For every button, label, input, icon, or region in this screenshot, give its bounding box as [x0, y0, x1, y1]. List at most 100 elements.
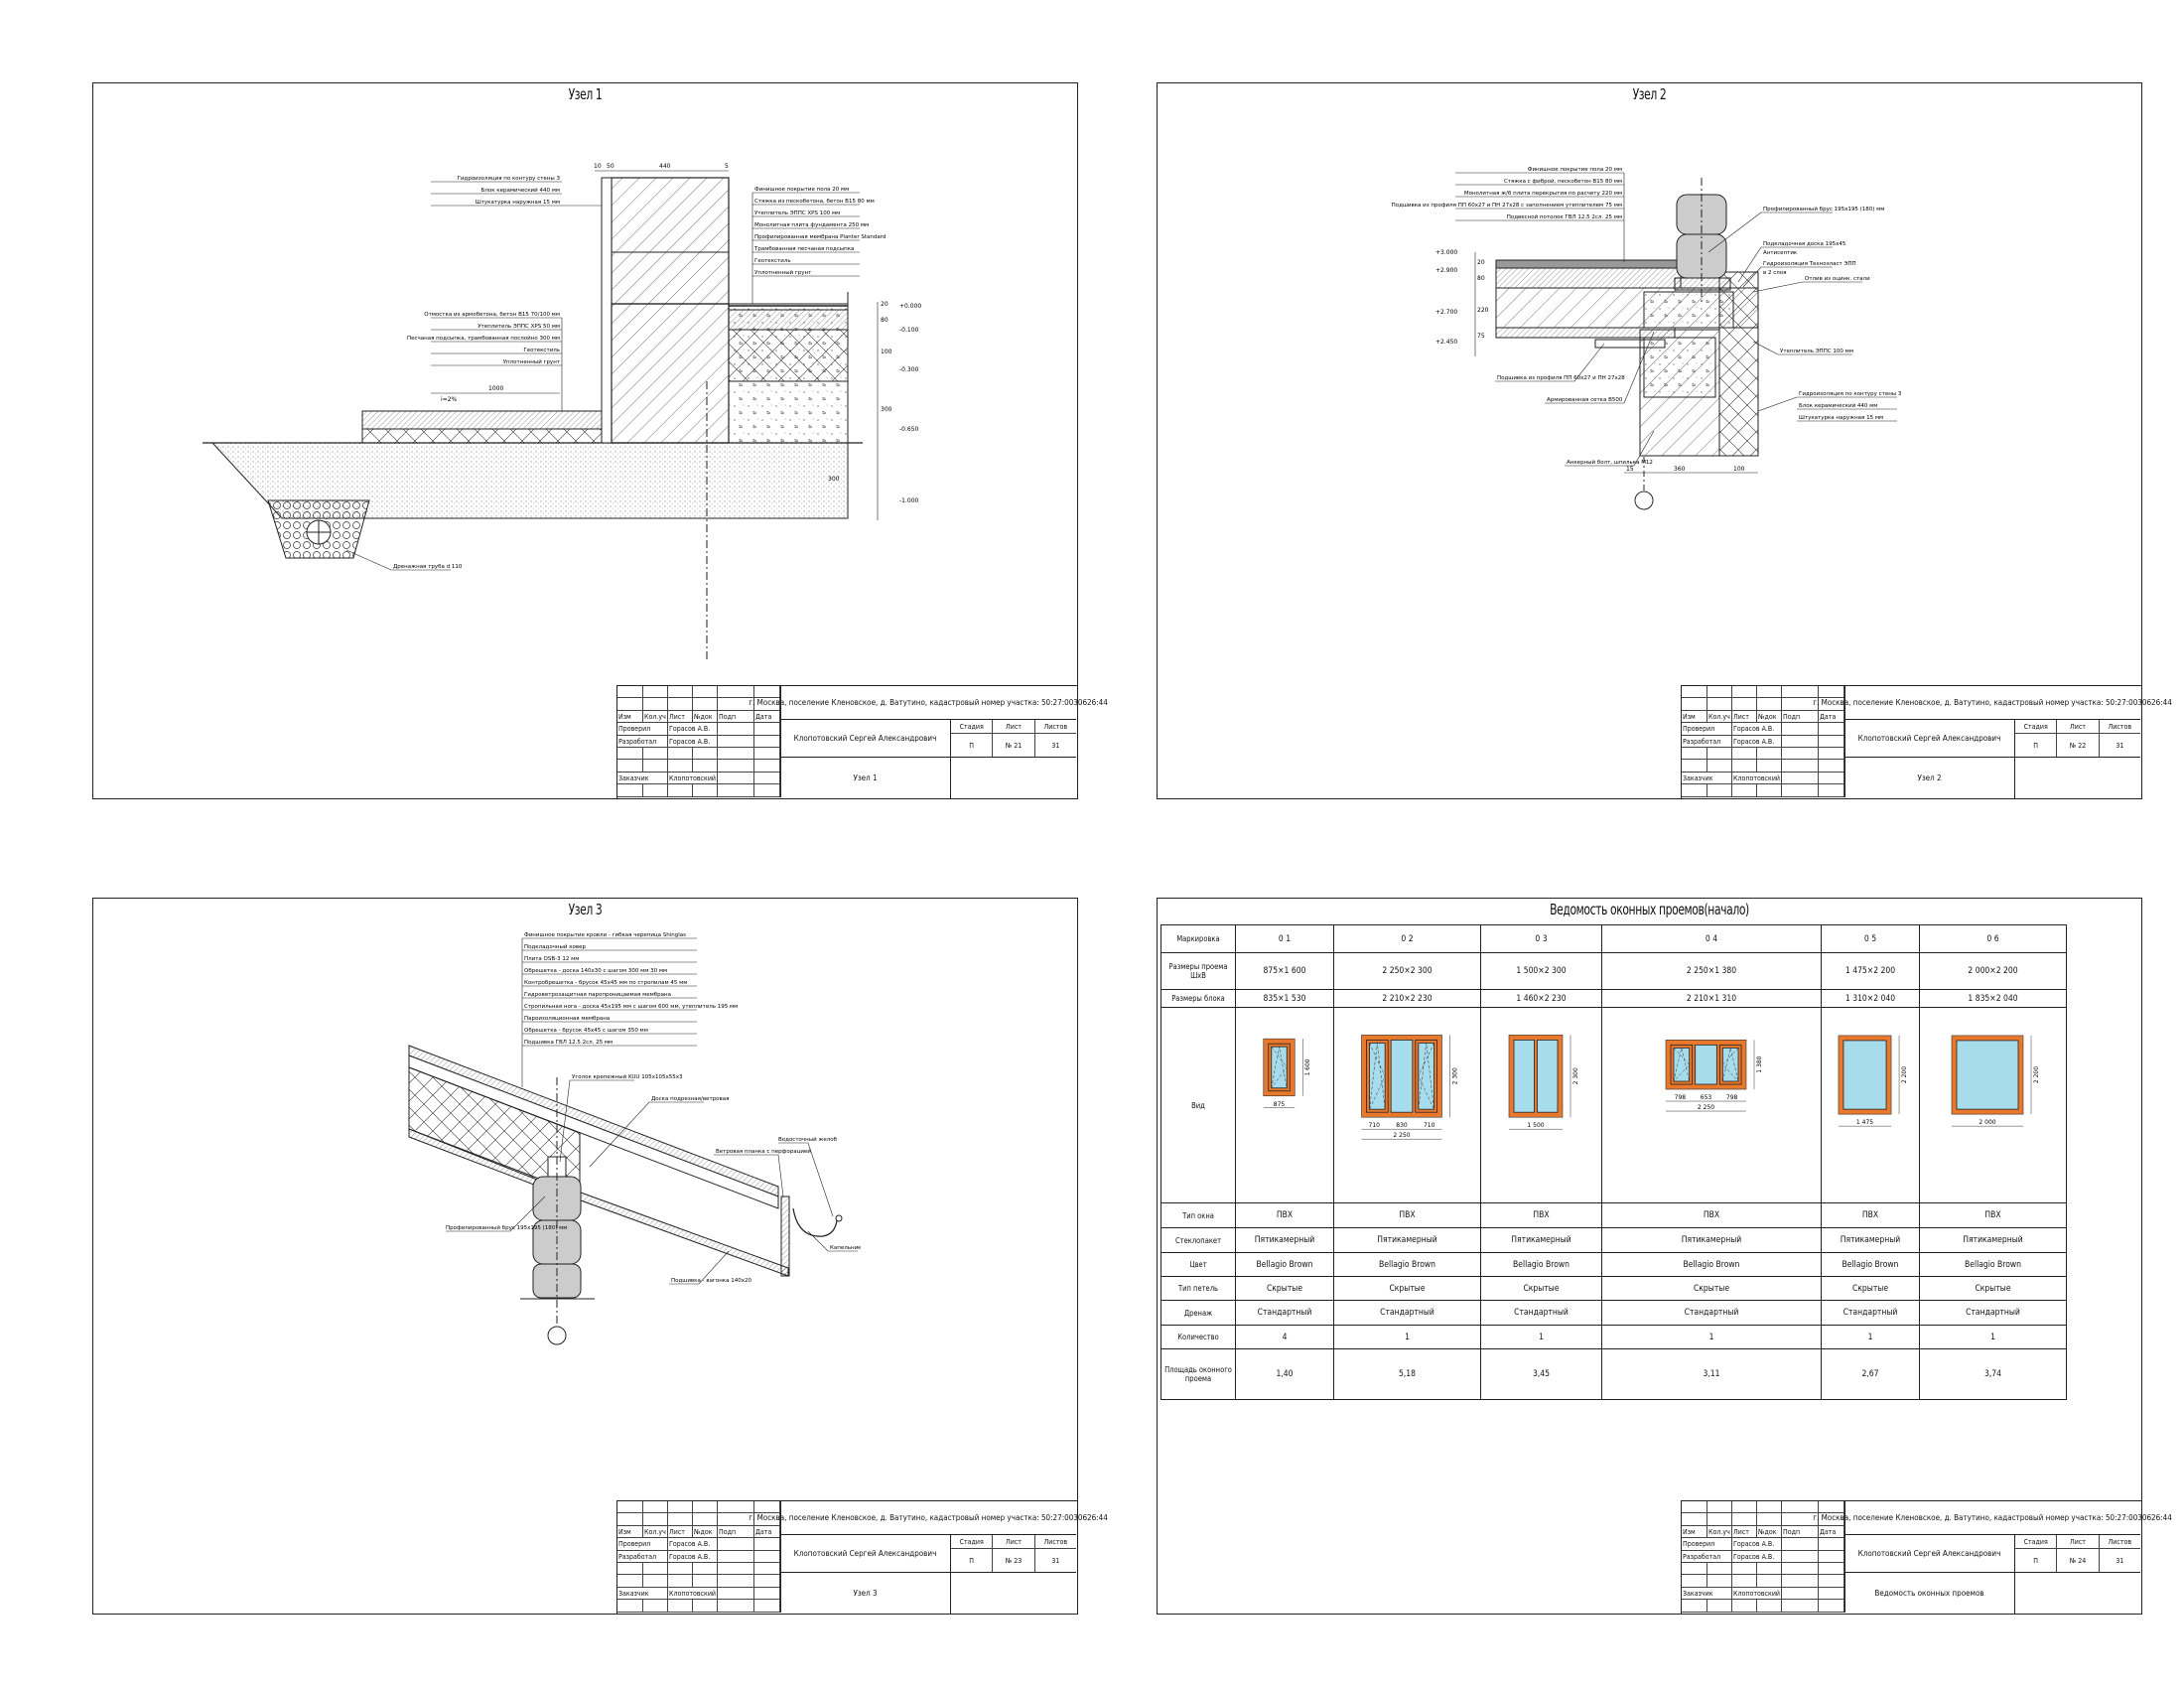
- tb-empty-cell: [1782, 772, 1819, 785]
- tb-sheet-label: Лист: [2057, 720, 2099, 734]
- cell-mark: 0 5: [1821, 924, 1920, 953]
- cell-type: ПВХ: [1480, 1202, 1602, 1228]
- tb-person: Клопотовский С.А.: [1732, 772, 1782, 785]
- svg-text:+3.000: +3.000: [1435, 249, 1457, 256]
- tb-sheet-number: № 23: [1005, 1556, 1023, 1565]
- callout: Гидроизоляция Техноэласт ЭПП: [1763, 261, 1856, 267]
- tb-empty-cell: [1819, 698, 1844, 711]
- tb-sheet-number: № 21: [1005, 741, 1023, 750]
- cell-area: 3,74: [1919, 1348, 2067, 1400]
- tb-empty-cell: [754, 1587, 780, 1601]
- tb-empty-cell: [643, 1575, 668, 1588]
- svg-text:220: 220: [1477, 307, 1489, 314]
- tb-header-cell: №док: [693, 1525, 718, 1539]
- tb-header-cell: Изм: [1682, 710, 1707, 724]
- tb-empty-cell: [1682, 1600, 1707, 1613]
- tb-role: Разработал: [617, 735, 668, 748]
- tb-empty-cell: [617, 760, 643, 773]
- window-view: 2 200 1 475: [1821, 1007, 1920, 1203]
- dim-part: 710: [1368, 1122, 1380, 1129]
- tb-header-cell: Изм: [1682, 1525, 1707, 1539]
- dim-height: 2 300: [1451, 1067, 1458, 1084]
- cell-glazing: Пятикамерный: [1601, 1227, 1822, 1253]
- tb-role: Проверил: [1682, 723, 1732, 736]
- tb-empty-cell: [1819, 1600, 1844, 1613]
- tb-empty-cell: [718, 760, 754, 773]
- glass-pane: [1368, 1042, 1386, 1110]
- cell-opening: 1 475×2 200: [1821, 952, 1920, 990]
- callouts-floor: Финишное покрытие пола 20 мм Стяжка из п…: [751, 187, 886, 304]
- tb-empty-cell: [1732, 1562, 1757, 1576]
- cell-color: Bellagio Brown: [1821, 1252, 1920, 1277]
- tb-empty-cell: [1819, 1587, 1844, 1601]
- cell-opening: 2 250×2 300: [1333, 952, 1481, 990]
- tb-header-cell: Лист: [1732, 1525, 1757, 1539]
- cell-hinges: Скрытые: [1601, 1276, 1822, 1301]
- cell-glazing: Пятикамерный: [1480, 1227, 1602, 1253]
- cell-type: ПВХ: [1601, 1202, 1822, 1228]
- tb-empty-cell: [693, 760, 718, 773]
- dim-width: 1 475: [1855, 1119, 1872, 1126]
- tb-empty-cell: [1757, 698, 1782, 711]
- tb-empty-cell: [643, 1513, 668, 1526]
- tb-sheet-number: № 24: [2069, 1556, 2087, 1565]
- floor-screed: [1495, 267, 1682, 289]
- tb-empty-cell: [1682, 698, 1707, 711]
- opening-indicator: [1368, 1042, 1385, 1109]
- tb-empty-cell: [718, 1562, 754, 1576]
- sash: [1670, 1044, 1693, 1084]
- tb-empty-cell: [1707, 698, 1732, 711]
- svg-text:15: 15: [1626, 466, 1634, 473]
- cell-qty: 1: [1480, 1325, 1602, 1349]
- tb-empty-cell: [1757, 784, 1782, 797]
- dim-height: 2 200: [1901, 1065, 1908, 1082]
- tb-role: Заказчик: [1682, 1587, 1732, 1601]
- cell-drainage: Стандартный: [1235, 1300, 1334, 1326]
- tb-empty-cell: [1682, 1501, 1707, 1514]
- tb-sheets-label: Листов: [2099, 720, 2140, 734]
- tb-sheet-name: Узел 2: [1844, 758, 2015, 798]
- tb-header-cell: №док: [1757, 710, 1782, 724]
- tb-empty-cell: [754, 1562, 780, 1576]
- tb-empty-cell: [1707, 1600, 1732, 1613]
- callout: Блок керамический 440 мм: [481, 187, 560, 194]
- svg-text:1000: 1000: [488, 385, 503, 392]
- tb-empty-cell: [718, 1501, 754, 1514]
- cell-mark: 0 2: [1333, 924, 1481, 953]
- sash: [1718, 1044, 1741, 1084]
- tb-stage-label: Стадия: [2015, 720, 2057, 734]
- tb-empty-cell: [643, 1562, 668, 1576]
- cell-drainage: Стандартный: [1480, 1300, 1602, 1326]
- svg-text:80: 80: [1477, 275, 1485, 282]
- cell-hinges: Скрытые: [1919, 1276, 2067, 1301]
- cell-drainage: Стандартный: [1333, 1300, 1481, 1326]
- tb-stage-label: Стадия: [2015, 1535, 2057, 1549]
- tb-role: Проверил: [1682, 1538, 1732, 1551]
- svg-text:75: 75: [1477, 333, 1485, 340]
- opening-indicator: [1721, 1047, 1738, 1081]
- tb-empty-cell: [643, 747, 668, 761]
- cell-area: 2,67: [1821, 1348, 1920, 1400]
- callout: Подшивка из профиля ПП 60х27 и ПН 27х28: [1497, 375, 1625, 381]
- glass-pane: [1843, 1040, 1886, 1110]
- callout: Подшивка из профиля ПП 60х27 и ПН 27х28 …: [1392, 203, 1622, 209]
- cell-glazing: Пятикамерный: [1821, 1227, 1920, 1253]
- tb-sheet-label: Лист: [993, 720, 1034, 734]
- tb-empty-cell: [718, 1587, 754, 1601]
- tb-role: Разработал: [1682, 1550, 1732, 1563]
- tb-empty-cell: [1707, 1513, 1732, 1526]
- callouts-floor: Финишное покрытие пола 20 мм Стяжка с фи…: [1392, 167, 1625, 262]
- tb-header-cell: Подп: [1782, 710, 1819, 724]
- callout: Утеплитель ЭППС XPS 100 мм: [754, 211, 840, 216]
- tb-author: Клопотовский Сергей Александрович: [780, 720, 951, 757]
- tb-empty-cell: [1682, 760, 1707, 773]
- tb-empty-cell: [1782, 1587, 1819, 1601]
- tb-empty-cell: [718, 1575, 754, 1588]
- glass-pane: [1390, 1039, 1413, 1113]
- node-3-drawing: Финишное покрытие кровли - гибкая черепи…: [408, 932, 862, 1345]
